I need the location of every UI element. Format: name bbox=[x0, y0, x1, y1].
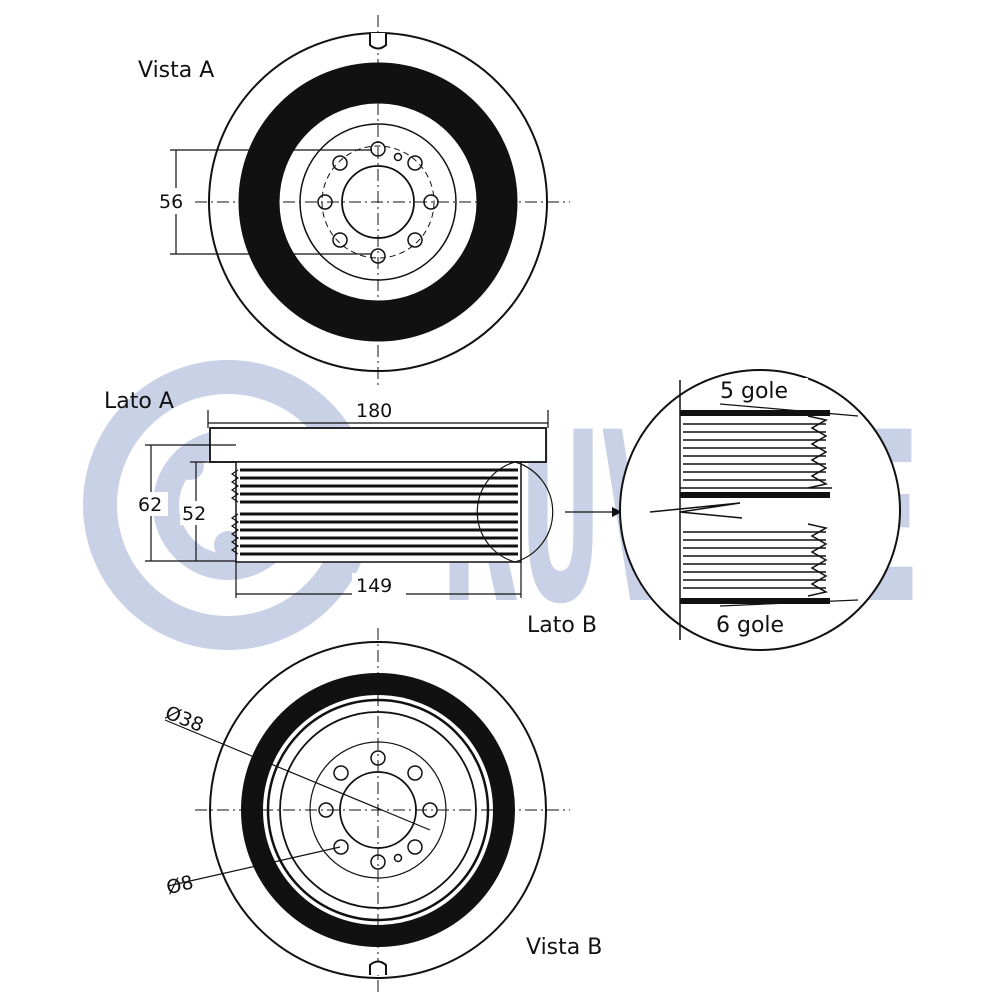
bolt-hole-icon bbox=[333, 765, 349, 781]
dim-bolt-circle: 56 bbox=[159, 191, 183, 213]
groove-detail bbox=[619, 369, 901, 651]
front-flange bbox=[209, 427, 547, 463]
vista-a-view bbox=[170, 15, 570, 385]
dim-outer-width: 180 bbox=[356, 400, 392, 422]
split-line bbox=[649, 502, 743, 519]
lower-tooth-profile bbox=[807, 523, 829, 597]
bolt-holes bbox=[318, 750, 438, 870]
grooves bbox=[240, 468, 518, 556]
bolt-hole-icon bbox=[333, 839, 349, 855]
upper-grooves bbox=[683, 423, 826, 481]
lower-grooves bbox=[683, 531, 826, 589]
dim-height-outer: 62 bbox=[138, 494, 162, 516]
dim-inner-width: 149 bbox=[356, 575, 392, 597]
label-5-gole: 5 gole bbox=[720, 379, 788, 404]
keyway-notch bbox=[369, 960, 387, 975]
bolt-hole-icon bbox=[407, 155, 423, 171]
label-6-gole: 6 gole bbox=[716, 613, 784, 638]
upper-tooth-profile bbox=[807, 415, 829, 489]
bolt-hole-icon bbox=[332, 232, 348, 248]
side-profile bbox=[145, 410, 622, 598]
bolt-hole-icon bbox=[407, 839, 423, 855]
leader-lines bbox=[164, 719, 431, 887]
keyway-notch bbox=[369, 33, 387, 50]
vista-b-view bbox=[164, 628, 570, 995]
dim-hole-diameter: Ø8 bbox=[164, 871, 196, 899]
label-vista-b: Vista B bbox=[526, 935, 602, 960]
label-lato-b: Lato B bbox=[527, 613, 597, 638]
detail-circle-marker bbox=[476, 461, 554, 563]
groove-edge bbox=[230, 469, 240, 555]
centerlines bbox=[195, 15, 570, 385]
bolt-hole-icon bbox=[407, 232, 423, 248]
label-vista-a: Vista A bbox=[138, 58, 214, 83]
detail-arrow-icon bbox=[612, 507, 622, 517]
bolt-hole-icon bbox=[407, 765, 423, 781]
pin-hole-icon bbox=[393, 853, 403, 863]
pin-hole-icon bbox=[393, 152, 403, 162]
dim-height-inner: 52 bbox=[182, 503, 206, 525]
label-lato-a: Lato A bbox=[104, 389, 174, 414]
dim-bore-diameter: Ø38 bbox=[162, 702, 207, 737]
bolt-hole-icon bbox=[332, 155, 348, 171]
outer-rim bbox=[209, 641, 547, 979]
